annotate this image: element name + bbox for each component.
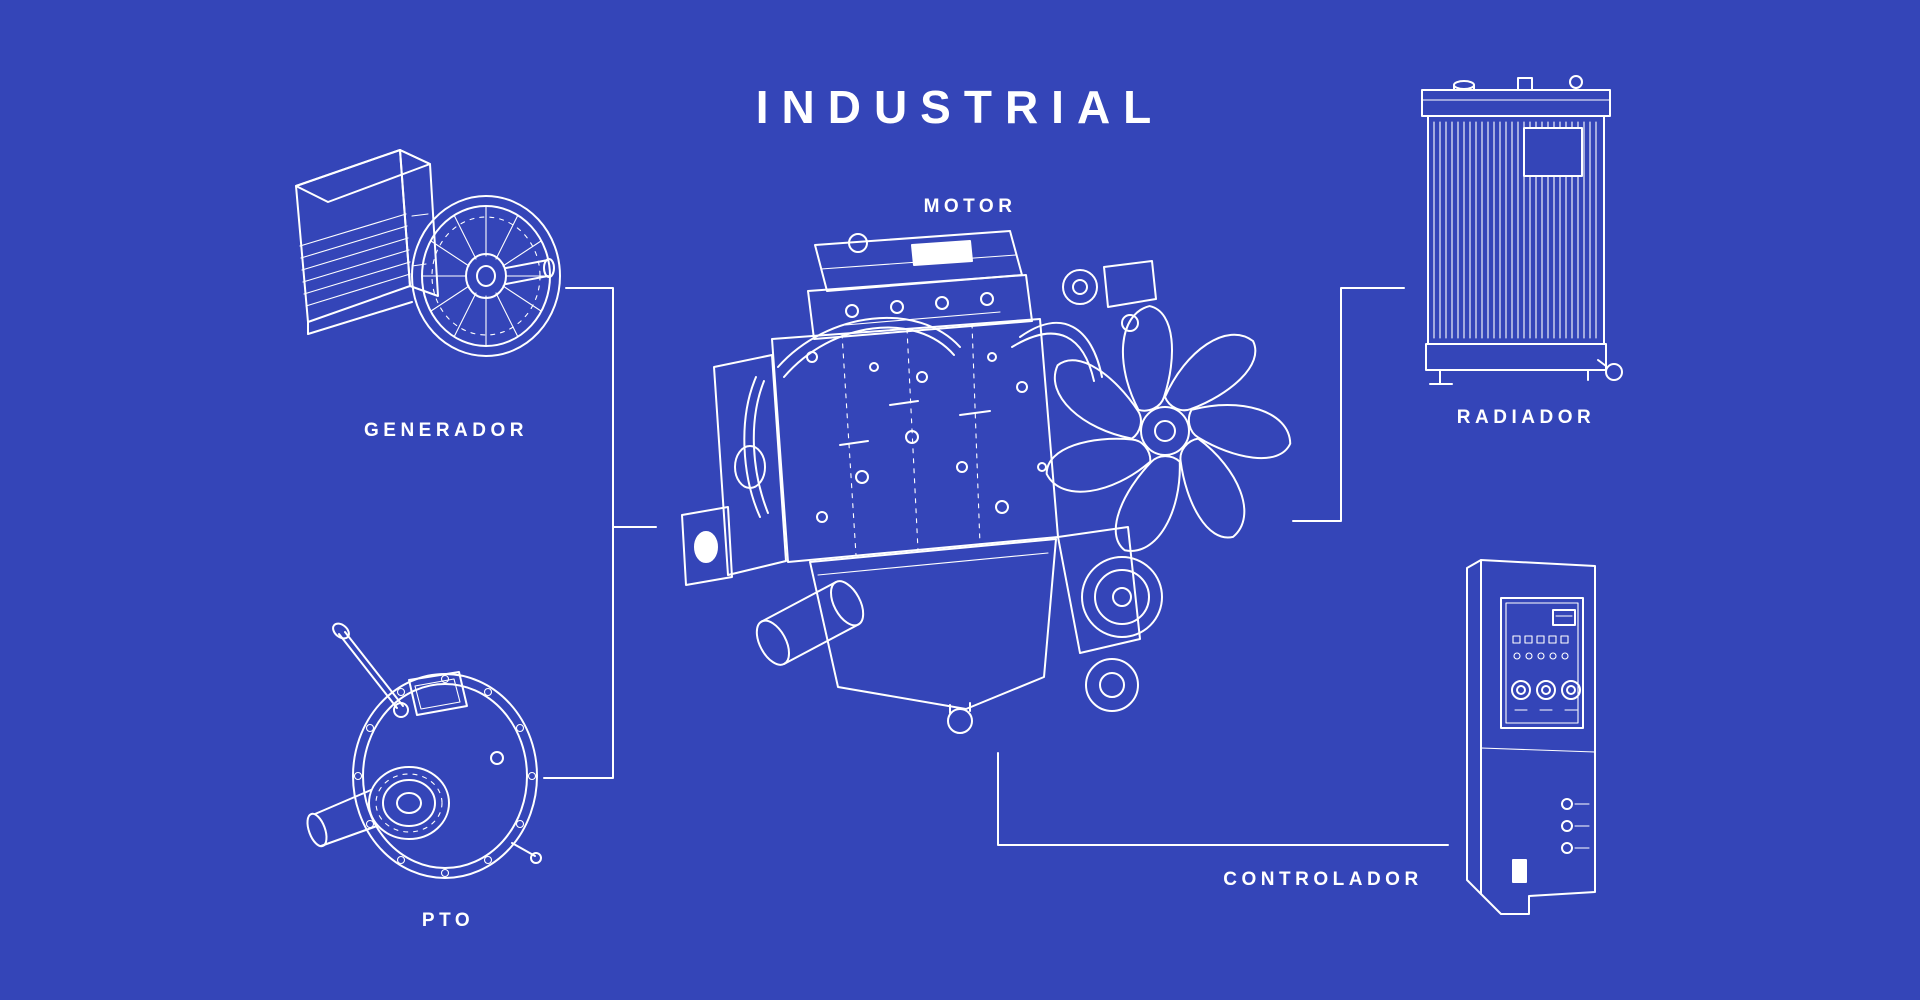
- controller-label: CONTROLADOR: [1223, 869, 1423, 890]
- controller-illustration: [1466, 559, 1596, 915]
- radiator-illustration: [1421, 75, 1623, 385]
- generator-figure: [280, 126, 566, 394]
- pto-label: PTO: [421, 910, 475, 931]
- generator-label: GENERADOR: [363, 420, 529, 441]
- radiator-label: RADIADOR: [1456, 407, 1596, 428]
- radiator-figure: [1406, 70, 1644, 400]
- motor-illustration: [681, 230, 1298, 734]
- pto-figure: [297, 618, 542, 898]
- page-title: INDUSTRIAL: [755, 81, 1165, 133]
- pto-illustration: [306, 622, 542, 879]
- motor-label: MOTOR: [923, 196, 1017, 217]
- motor-figure: [660, 215, 1298, 790]
- controller-figure: [1449, 542, 1613, 917]
- generator-illustration: [295, 149, 561, 357]
